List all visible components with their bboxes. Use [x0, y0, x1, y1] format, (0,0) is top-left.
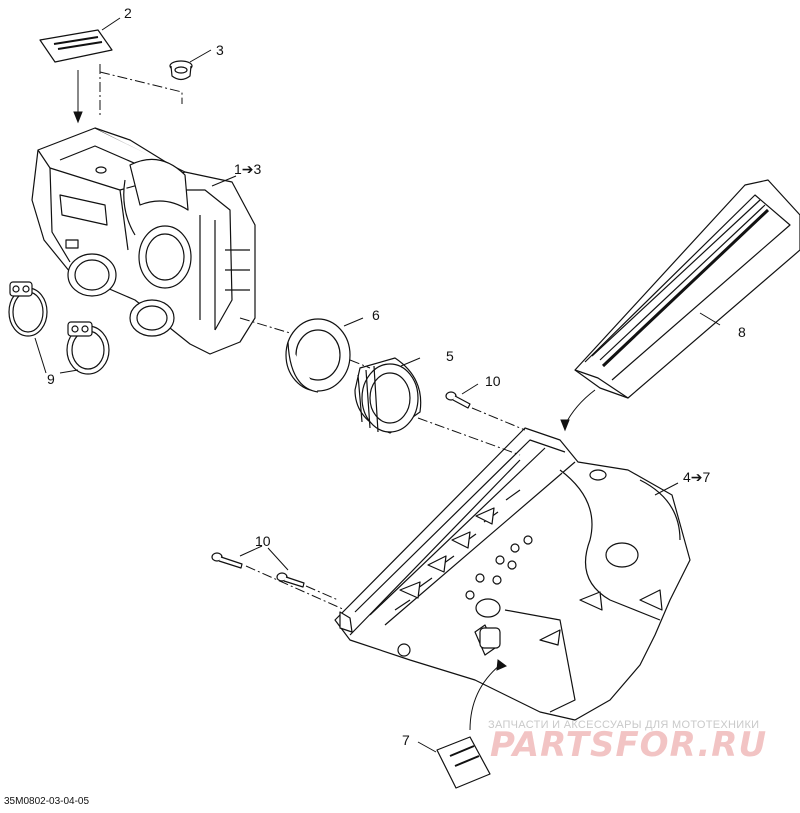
callout-2: 2 [124, 5, 132, 21]
filter-cover [574, 179, 800, 399]
airbox-upper [31, 127, 256, 355]
callouts: 2 3 1➔3 4➔7 5 6 7 8 9 10 10 [47, 5, 746, 748]
watermark-subtitle: ЗАПЧАСТИ И АКСЕССУАРЫ ДЛЯ МОТОТЕХНИКИ [488, 719, 759, 731]
filter-housing [334, 427, 691, 721]
leader-lines [34, 17, 721, 753]
intake-adaptor [354, 357, 422, 434]
callout-10-right: 10 [485, 373, 501, 389]
screw-right [445, 391, 471, 409]
callout-9: 9 [47, 371, 55, 387]
watermark: ЗАПЧАСТИ И АКСЕССУАРЫ ДЛЯ МОТОТЕХНИКИ PA… [488, 719, 767, 765]
callout-5: 5 [446, 348, 454, 364]
grommet [169, 60, 193, 81]
watermark-brand: PARTSFOR.RU [490, 725, 767, 765]
callout-7: 7 [402, 732, 410, 748]
callout-10-left: 10 [255, 533, 271, 549]
screw-left-lower [276, 572, 305, 588]
seal-ring [285, 318, 351, 393]
callout-4-7: 4➔7 [683, 469, 711, 485]
screw-left-upper [211, 552, 243, 569]
diagram-code: 35M0802-03-04-05 [4, 796, 89, 807]
callout-1-3: 1➔3 [234, 161, 262, 177]
hose-clamp-lower [66, 321, 110, 375]
label-sticker-top [39, 29, 113, 63]
hose-clamp-upper [8, 281, 48, 337]
callout-3: 3 [216, 42, 224, 58]
label-sticker-bottom [436, 736, 491, 789]
callout-8: 8 [738, 324, 746, 340]
callout-6: 6 [372, 307, 380, 323]
